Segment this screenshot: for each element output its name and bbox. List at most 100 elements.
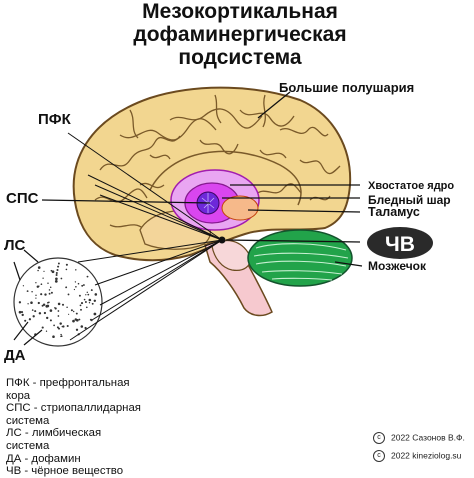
dopamine-dot [37, 301, 40, 305]
thalamus [221, 195, 259, 221]
legend-line: ЛС - лимбическая [6, 427, 102, 440]
dopamine-dot [34, 310, 37, 313]
dopamine-dot [54, 280, 58, 283]
dopamine-dot [35, 297, 37, 299]
dopamine-dot [57, 302, 61, 306]
dopamine-dot [30, 301, 33, 304]
dopamine-dot [84, 326, 87, 330]
dopamine-dot [75, 328, 79, 331]
dopamine-dot [47, 282, 49, 285]
label-pallidus: Бледный шар [368, 193, 451, 207]
cerebellum-pointer [334, 261, 363, 267]
dopamine-dot [35, 294, 37, 297]
legend-line: ДА - дофамин [6, 452, 81, 465]
ls-fibers [69, 239, 223, 341]
label-sps: СПС [6, 190, 39, 207]
dopamine-dot [38, 312, 42, 315]
dopamine-dot [80, 302, 84, 305]
dopamine-dot [40, 283, 43, 286]
dopamine-dot [65, 268, 68, 271]
title-line-3: подсистема [178, 46, 302, 69]
dopamine-dot [41, 326, 44, 329]
dopamine-dot [55, 277, 58, 281]
dopamine-dot [40, 293, 43, 296]
ls-pointer-1 [23, 249, 39, 263]
dopamine-dot [49, 319, 52, 322]
dopamine-dot [94, 293, 98, 296]
legend-line: ЧВ - чёрное вещество [6, 465, 124, 478]
dopamine-dot [68, 313, 70, 315]
dopamine-dot [78, 294, 81, 297]
label-caudate: Хвостатое ядро [368, 180, 455, 192]
dopamine-dot [48, 292, 51, 295]
dopamine-dot [65, 263, 68, 266]
dopamine-dot [90, 289, 93, 292]
dopamine-dot [91, 302, 94, 305]
dopamine-dot [56, 326, 59, 329]
dopamine-dot [67, 293, 70, 296]
dopamine-dot [47, 301, 49, 304]
dopamine-dot [77, 282, 80, 285]
page-title: Мезокортикальная дофаминергическая подси… [80, 0, 400, 69]
dopamine-dot [55, 271, 58, 275]
dopamine-dot [61, 303, 65, 306]
dopamine-dot [93, 312, 97, 316]
pons [211, 239, 251, 271]
dopamine-dot [56, 268, 59, 272]
dopamine-dot [49, 309, 53, 312]
dopamine-dot [66, 306, 68, 308]
copyright-site-text: 2022 kineziolog.su [391, 450, 462, 461]
dopamine-dot [50, 291, 53, 294]
limbic-dots-circle [13, 257, 103, 347]
dopamine-dot [57, 262, 60, 265]
dopamine-dot [46, 304, 50, 308]
dopamine-dot [73, 288, 76, 291]
dopamine-dot [52, 335, 55, 338]
dopamine-dot [18, 301, 22, 304]
dopamine-dot [60, 277, 63, 280]
dopamine-dot [21, 313, 24, 317]
dopamine-dot [62, 325, 65, 328]
dopamine-dot [78, 318, 81, 321]
dopamine-dot [84, 301, 87, 303]
dopamine-dot [48, 289, 51, 291]
dopamine-dot [75, 286, 77, 288]
copyright-author-text: 2022 Сазонов В.Ф. [391, 432, 465, 443]
dopamine-dot [31, 309, 34, 311]
dopamine-dot [38, 285, 40, 287]
inner-arch [149, 150, 302, 206]
label-thalamus: Таламус [368, 205, 420, 219]
dopamine-dot [51, 270, 55, 274]
dopamine-dot [86, 275, 89, 278]
dopamine-dot [55, 273, 58, 277]
title-line-2: дофаминергическая [133, 23, 347, 46]
dopamine-dot [59, 322, 62, 325]
dopamine-dot [45, 330, 48, 332]
dopamine-dot [61, 325, 63, 328]
dopamine-dot [74, 318, 78, 321]
dopamine-dot [74, 281, 77, 283]
dopamine-dot [24, 319, 27, 322]
dopamine-dot [37, 269, 39, 272]
legend-line: система [6, 414, 50, 427]
legend: ПФК - префронтальная кора СПС - стриопал… [6, 377, 141, 478]
dopamine-dot [85, 306, 88, 309]
legend-line: ПФК - префронтальная [6, 377, 130, 389]
dopamine-dot [81, 284, 84, 287]
dopamine-dot [87, 293, 90, 296]
dopamine-dot [86, 291, 89, 294]
dopamine-dot [28, 318, 32, 321]
dopamine-dot [70, 309, 73, 312]
legend-line: кора [6, 389, 31, 402]
dopamine-dot [88, 302, 91, 304]
dopamine-dots [18, 262, 98, 338]
dopamine-dot [18, 310, 22, 314]
legend-line: система [6, 439, 50, 452]
dopamine-dot [31, 290, 33, 293]
cerebellum-folia [253, 243, 349, 281]
legend-line: СПС - стриопаллидарная [6, 402, 141, 415]
hemispheres-pointer [257, 91, 291, 119]
